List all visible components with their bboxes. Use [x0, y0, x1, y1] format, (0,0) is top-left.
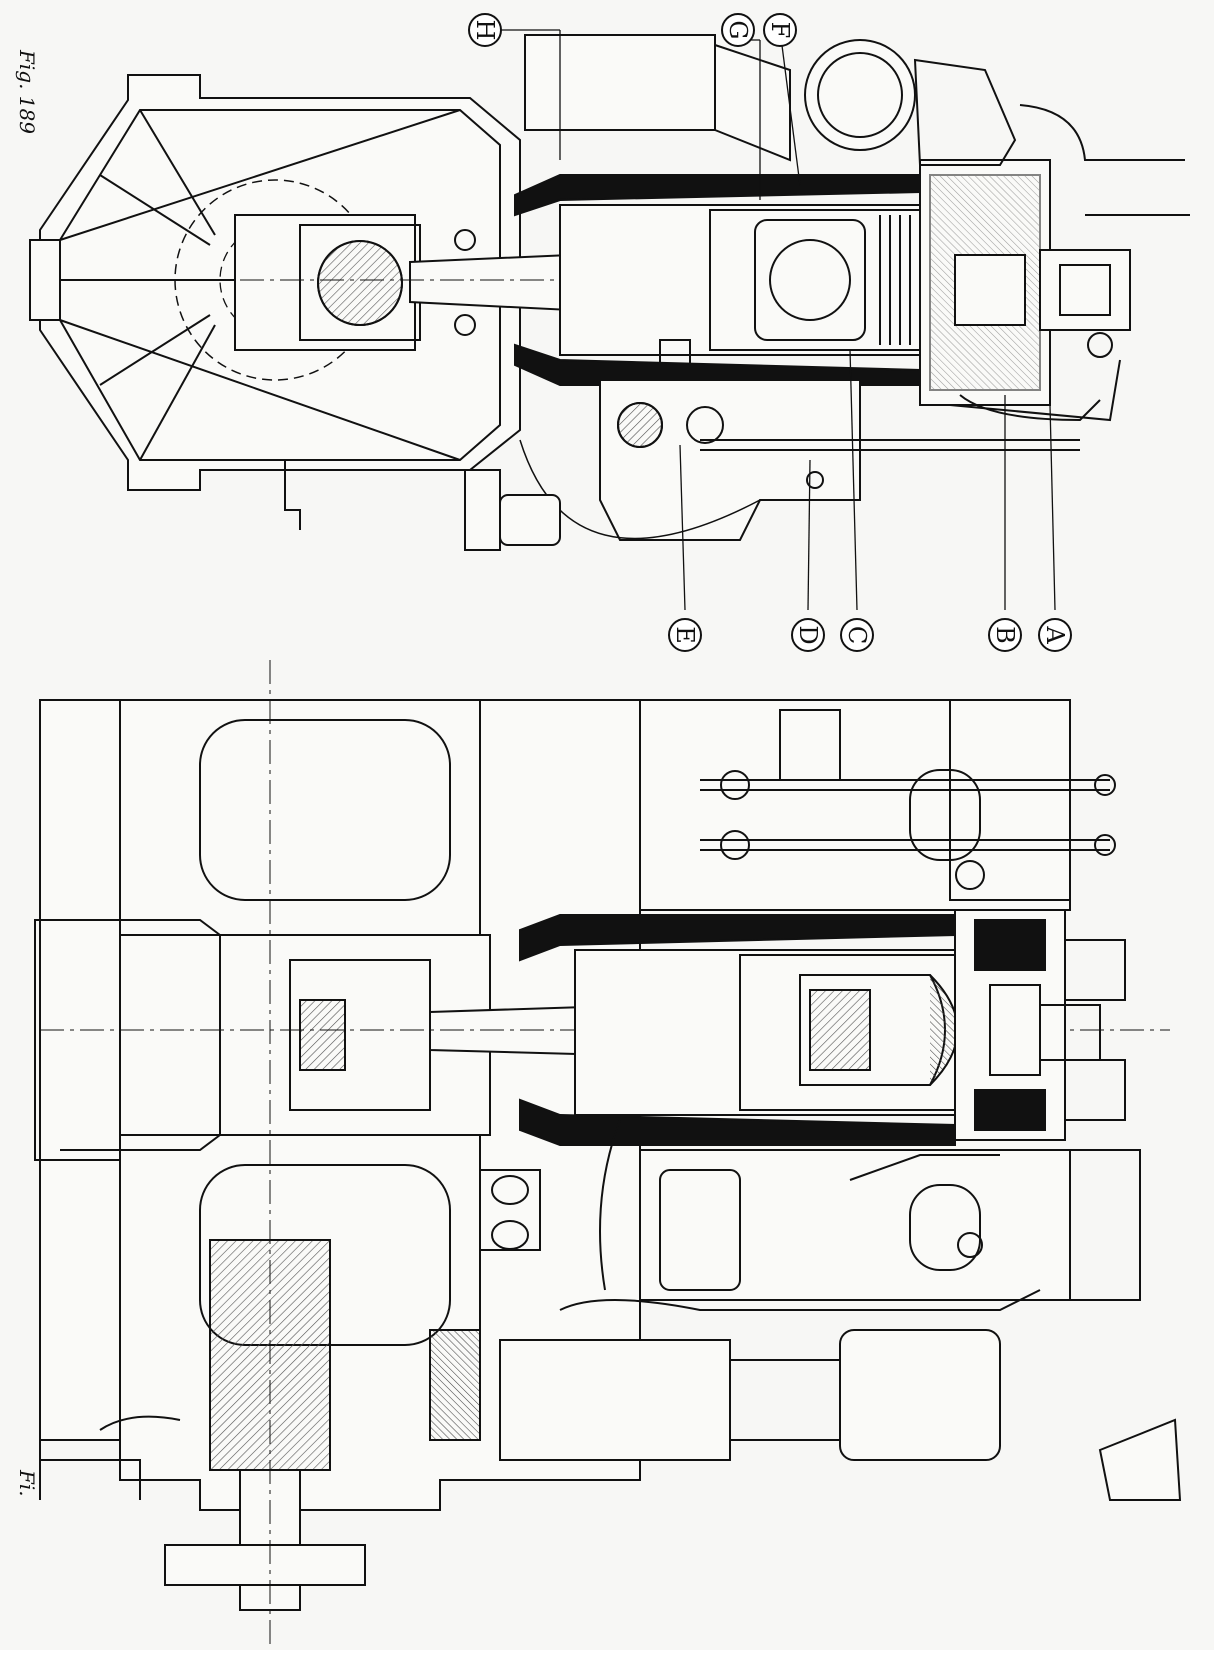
svg-text:E: E: [671, 626, 699, 644]
callout-C: C: [840, 618, 874, 652]
svg-text:G: G: [724, 20, 752, 39]
svg-text:H: H: [471, 20, 499, 41]
callout-F: F: [763, 13, 797, 47]
bottom-longitudinal-view: [34, 660, 1182, 1645]
svg-text:C: C: [843, 626, 871, 644]
callouts-top: H G F E D C B A: [468, 13, 1072, 652]
svg-text:D: D: [794, 625, 822, 644]
figure-captions: Fig. 189 Fi.: [15, 49, 39, 1497]
top-section-view: [29, 34, 1190, 551]
svg-text:A: A: [1041, 625, 1069, 644]
callout-B: B: [988, 618, 1022, 652]
callout-G: G: [721, 13, 755, 47]
svg-text:B: B: [991, 626, 1019, 644]
callout-H: H: [468, 13, 502, 47]
callout-A: A: [1038, 618, 1072, 652]
svg-text:F: F: [766, 22, 794, 39]
figure-caption-bottom: Fi.: [15, 1469, 39, 1497]
callout-D: D: [791, 618, 825, 652]
figure-caption-top: Fig. 189: [15, 49, 39, 134]
callout-E: E: [668, 618, 702, 652]
